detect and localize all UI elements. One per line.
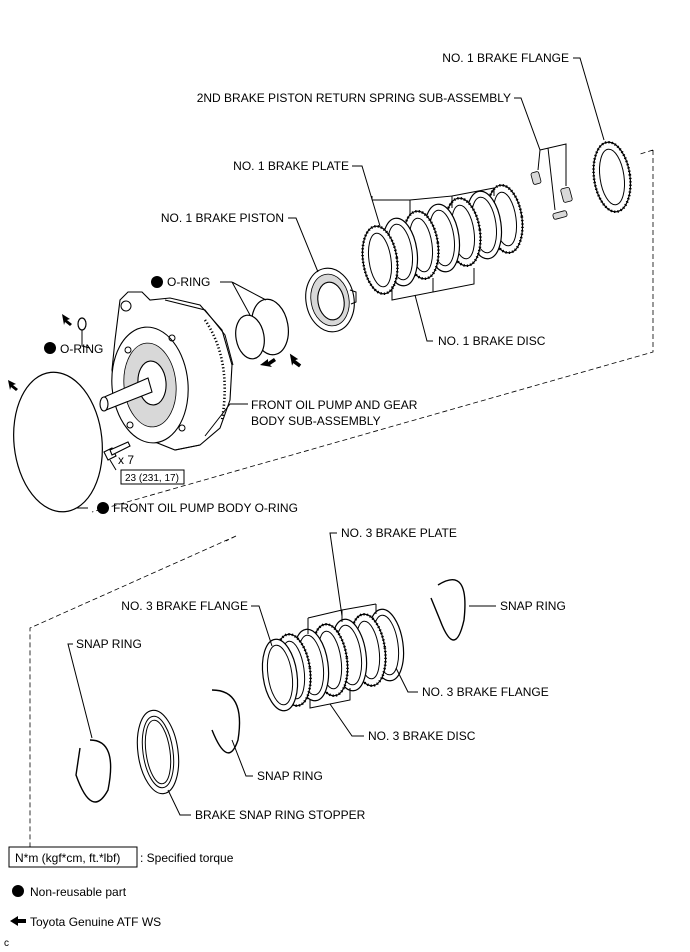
no1-brake-piston-part <box>305 267 357 333</box>
no3-brake-flange-left-label: NO. 3 BRAKE FLANGE <box>121 599 248 613</box>
no3-brake-plate-disc-stack <box>261 608 405 712</box>
no3-brake-plate-label: NO. 3 BRAKE PLATE <box>341 526 457 540</box>
bolt-leader <box>109 459 117 471</box>
legend-torque-box-text: N*m (kgf*cm, ft.*lbf) <box>15 851 120 865</box>
snap-ring-right-label: SNAP RING <box>500 599 566 613</box>
footer-code: c <box>4 938 9 949</box>
o-ring-upper-bullet <box>151 276 163 288</box>
snap-ring-mid-leader <box>231 739 253 777</box>
legend-non-reusable: Non-reusable part <box>30 885 127 899</box>
atf-arrow-icon <box>10 916 26 926</box>
no1-brake-disc-leader <box>391 268 475 342</box>
no1-brake-plate-disc-stack <box>361 183 524 296</box>
legend-torque-box <box>8 846 138 868</box>
snap-ring-right-part <box>430 579 466 641</box>
snap-ring-left-part <box>75 739 112 803</box>
lower-assembly-boundary <box>29 535 237 850</box>
snap-ring-mid-part <box>211 689 241 754</box>
torque-box <box>120 469 185 485</box>
o-ring-left-leader <box>81 330 91 349</box>
no3-brake-disc-label: NO. 3 BRAKE DISC <box>368 729 476 743</box>
no1-brake-plate-label: NO. 1 BRAKE PLATE <box>233 159 349 173</box>
front-oil-pump-leader <box>204 403 248 437</box>
front-oil-pump-body-o-ring-part <box>13 371 103 513</box>
bolt-qty-label: x 7 <box>118 453 134 467</box>
snap-ring-left-label: SNAP RING <box>76 637 142 651</box>
o-ring-left-bullet <box>44 342 56 354</box>
no3-brake-disc-leader <box>309 688 364 737</box>
front-o-ring-label: FRONT OIL PUMP BODY O-RING <box>113 501 298 515</box>
upper-assembly-boundary <box>91 149 654 513</box>
no1-brake-flange-leader <box>573 57 605 141</box>
front-oil-pump-part <box>99 291 234 451</box>
legend-torque-desc: : Specified torque <box>140 851 234 865</box>
atf-arrow-icon <box>8 380 18 391</box>
atf-arrow-icon <box>289 353 302 368</box>
o-ring-upper-label: O-RING <box>167 275 210 289</box>
stopper-leader <box>167 789 191 816</box>
front-oil-pump-label-2: BODY SUB-ASSEMBLY <box>251 414 381 428</box>
small-o-ring-part <box>77 317 87 331</box>
no3-brake-plate-leader <box>307 532 377 634</box>
return-spring-part <box>530 171 573 220</box>
return-spring-leader <box>514 97 567 211</box>
no3-brake-flange-left-leader <box>251 605 273 647</box>
brake-snap-ring-stopper-part <box>136 709 180 795</box>
torque-value: 23 (231, 17) <box>125 473 179 484</box>
no1-brake-plate-leader <box>352 165 495 227</box>
o-ring-left-label: O-RING <box>60 342 103 356</box>
no3-brake-flange-right-leader <box>395 667 418 693</box>
stopper-label: BRAKE SNAP RING STOPPER <box>195 808 366 822</box>
o-ring-upper-leader <box>220 281 267 316</box>
o-ring-pair-part <box>235 298 289 360</box>
no3-brake-flange-right-label: NO. 3 BRAKE FLANGE <box>422 685 549 699</box>
bolt-part <box>103 441 131 461</box>
no1-brake-piston-leader <box>288 217 319 273</box>
non-reusable-bullet-icon <box>12 885 24 897</box>
snap-ring-mid-label: SNAP RING <box>257 769 323 783</box>
snap-ring-left-leader <box>67 643 93 739</box>
front-o-ring-bullet <box>97 502 109 514</box>
legend: N*m (kgf*cm, ft.*lbf) : Specified torque… <box>4 846 234 949</box>
legend-atf: Toyota Genuine ATF WS <box>30 915 161 929</box>
atf-arrow-icon <box>260 358 276 367</box>
no1-brake-flange-part <box>592 140 632 214</box>
no1-brake-flange-label: NO. 1 BRAKE FLANGE <box>442 51 569 65</box>
no1-brake-piston-label: NO. 1 BRAKE PISTON <box>161 211 284 225</box>
atf-arrow-icon <box>62 314 72 326</box>
front-oil-pump-label-1: FRONT OIL PUMP AND GEAR <box>251 398 418 412</box>
no1-brake-disc-label: NO. 1 BRAKE DISC <box>438 334 546 348</box>
return-spring-label: 2ND BRAKE PISTON RETURN SPRING SUB-ASSEM… <box>197 91 511 105</box>
